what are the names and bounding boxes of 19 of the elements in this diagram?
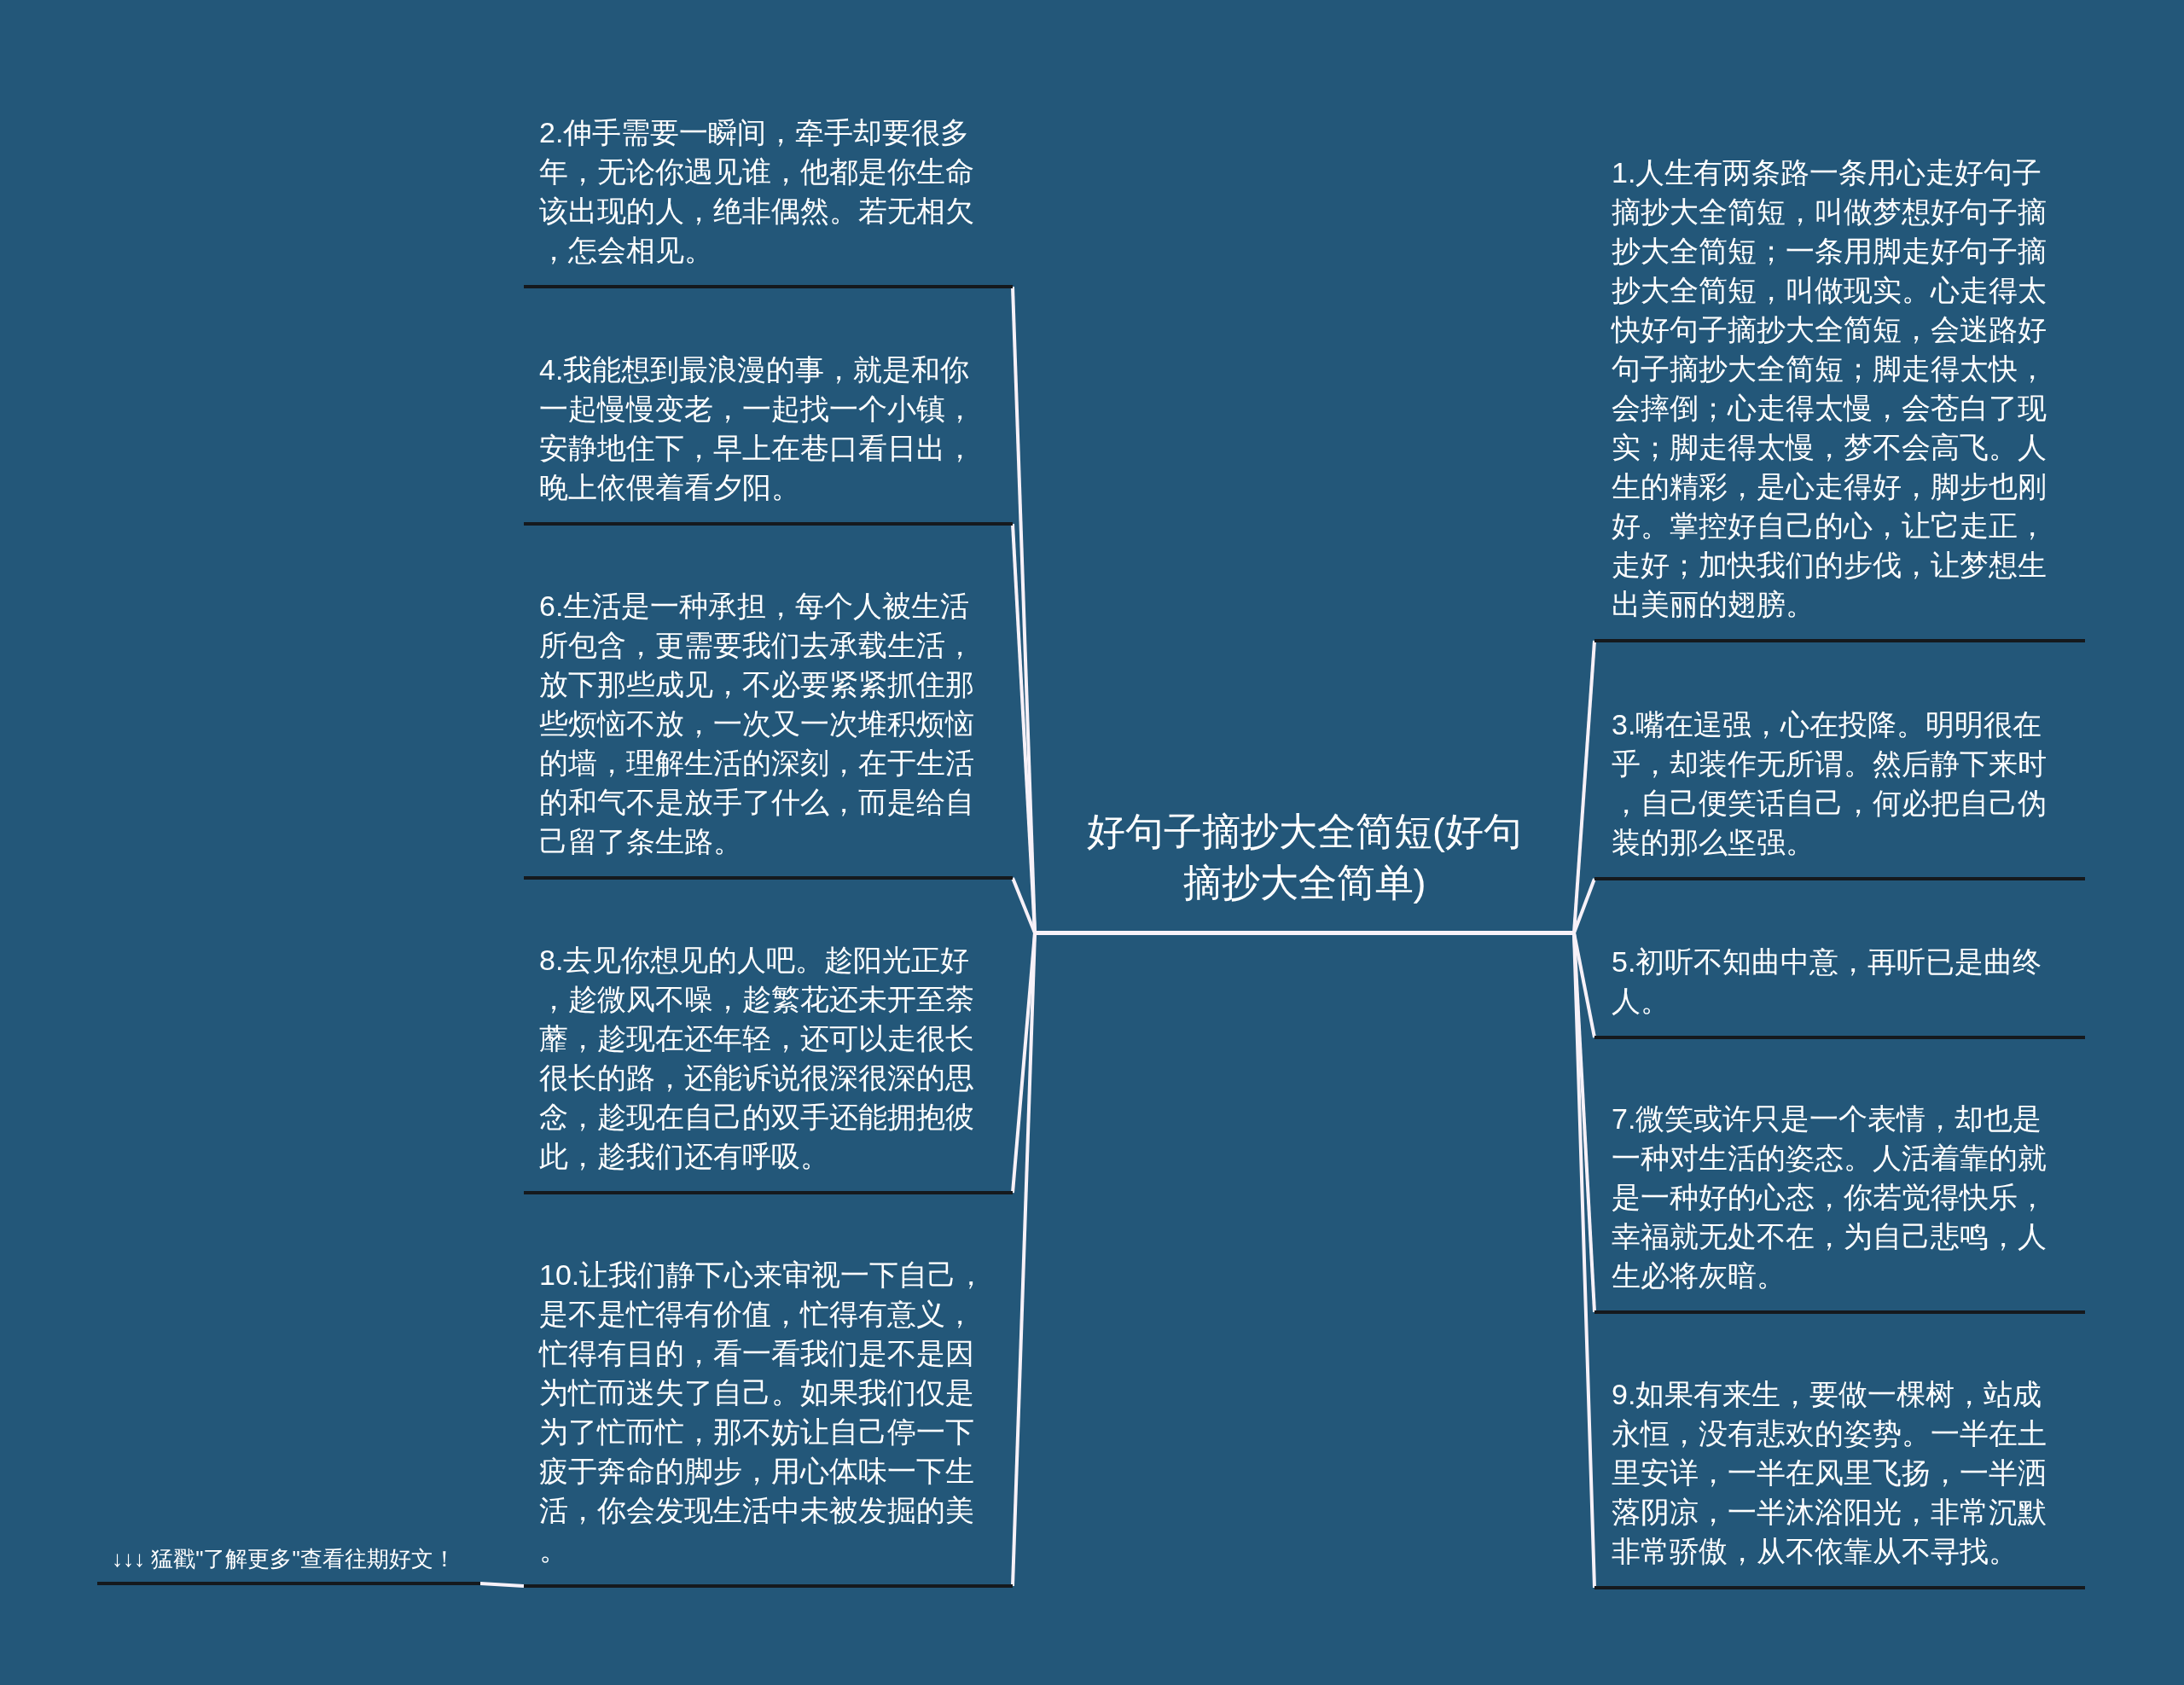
note-text: ↓↓↓ 猛戳"了解更多"查看往期好文！ (97, 1543, 480, 1585)
connector-line (1011, 877, 1037, 934)
topic-text: 1.人生有两条路一条用心走好句子摘抄大全简短，叫做梦想好句子摘抄大全简短；一条用脚走好句子摘抄大全简短，叫做现实。心走得太快好句子摘抄大全简短，会迷路好句子摘抄大全简短；脚走得太快，会摔倒；心走得太慢，会苍白了现实；脚走得太慢，梦不会高飞。人生的精彩，是心走得好，脚步也刚好。掌控好自己的心，让它走正，走好；加快我们的步伐，让梦想生出美丽的翅膀。 (1594, 153, 2085, 642)
topic-text: 10.让我们静下心来审视一下自己，是不是忙得有价值，忙得有意义，忙得有目的，看一看我们是不是因为忙而迷失了自己。如果我们仅是为了忙而忙，那不妨让自己停一下疲于奔命的脚步，用心体味一下生活，你会发现生活中未被发掘的美。 (524, 1255, 1013, 1588)
topic-text: 7.微笑或许只是一个表情，却也是一种对生活的姿态。人活着靠的就是一种好的心态，你若觉得快乐，幸福就无处不在，为自己悲鸣，人生必将灰暗。 (1594, 1099, 2085, 1314)
connector-line (479, 1582, 525, 1588)
topic-text: 3.嘴在逞强，心在投降。明明很在乎，却装作无所谓。然后静下来时，自己便笑话自己，何必把自己伪装的那么坚强。 (1594, 705, 2085, 880)
topic-text: 8.去见你想见的人吧。趁阳光正好，趁微风不噪，趁繁花还未开至荼蘼，趁现在还年轻，还可以走很长很长的路，还能诉说很深很深的思念，趁现在自己的双手还能拥抱彼此，趁我们还有呼吸。 (524, 940, 1013, 1194)
connector-line (1572, 640, 1596, 933)
topic-text: 9.如果有来生，要做一棵树，站成永恒，没有悲欢的姿势。一半在土里安详，一半在风里飞扬，一半洒落阴凉，一半沐浴阳光，非常沉默非常骄傲，从不依靠从不寻找。 (1594, 1374, 2085, 1589)
topic-text: 6.生活是一种承担，每个人被生活所包含，更需要我们去承载生活，放下那些成见，不必要紧紧抓住那些烦恼不放，一次又一次堆积烦恼的墙，理解生活的深刻，在于生活的和气不是放手了什么，而是给自己留了条生路。 (524, 586, 1013, 880)
topic-text: 4.我能想到最浪漫的事，就是和你一起慢慢变老，一起找一个小镇，安静地住下，早上在巷口看日出，晚上依偎着看夕阳。 (524, 350, 1013, 526)
topic-text: 2.伸手需要一瞬间，牵手却要很多年，无论你遇见谁，他都是你生命该出现的人，绝非偶然。若无相欠，怎会相见。 (524, 113, 1013, 288)
connector-line (1572, 878, 1596, 934)
connector-line (1011, 523, 1037, 933)
connector-line (1011, 933, 1037, 1587)
central-topic: 好句子摘抄大全简短(好句摘抄大全简单) (1035, 806, 1574, 935)
connector-line (1572, 933, 1596, 1589)
topic-text: 5.初听不知曲中意，再听已是曲终人。 (1594, 942, 2085, 1039)
